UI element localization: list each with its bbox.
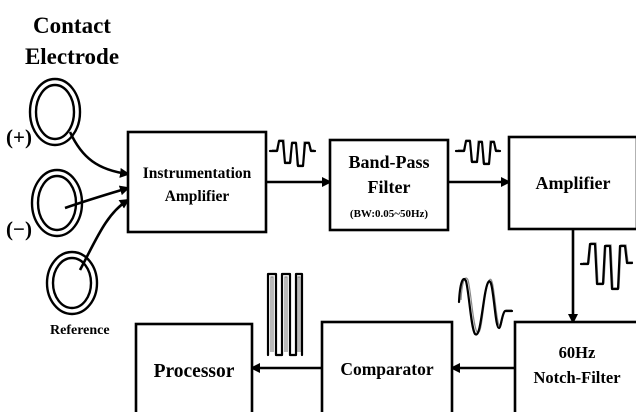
lead-minus (64, 185, 130, 210)
title-line-1: Contact (33, 13, 111, 38)
amplifier-label: Amplifier (536, 173, 611, 193)
signal-waveform-3 (579, 242, 634, 291)
lead-reference (78, 198, 130, 271)
processor-block (134, 322, 254, 412)
band-pass-filter-line-1: Band-Pass (348, 152, 429, 172)
signal-waveform-4 (457, 277, 514, 336)
electrode-minus-label: (−) (6, 217, 32, 241)
band-pass-filter-line-2: Filter (368, 177, 411, 197)
processor-label: Processor (154, 361, 235, 382)
electrode-plus-label: (+) (6, 125, 32, 149)
band-pass-filter-bandwidth: (BW:0.05~50Hz) (350, 208, 428, 220)
title-line-2: Electrode (25, 44, 119, 69)
notch-filter-line-1: 60Hz (559, 343, 596, 362)
signal-waveform-5 (266, 272, 304, 357)
band-pass-filter-block (328, 138, 450, 232)
amplifier-block (507, 135, 636, 231)
electrode-reference-label: Reference (50, 323, 110, 338)
electrode-plus (28, 77, 82, 147)
electrode-reference (45, 250, 99, 316)
lead-plus (68, 131, 130, 178)
instrumentation-amplifier-line-1: Instrumentation (143, 165, 252, 182)
electrode-minus (30, 168, 84, 238)
comparator-label: Comparator (340, 359, 434, 379)
instrumentation-amplifier-line-2: Amplifier (165, 188, 230, 205)
notch-filter-block (513, 320, 636, 412)
instrumentation-amplifier-block (126, 130, 268, 234)
signal-waveform-1 (268, 139, 317, 168)
signal-waveform-2 (454, 139, 502, 166)
notch-filter-line-2: Notch-Filter (533, 368, 620, 387)
